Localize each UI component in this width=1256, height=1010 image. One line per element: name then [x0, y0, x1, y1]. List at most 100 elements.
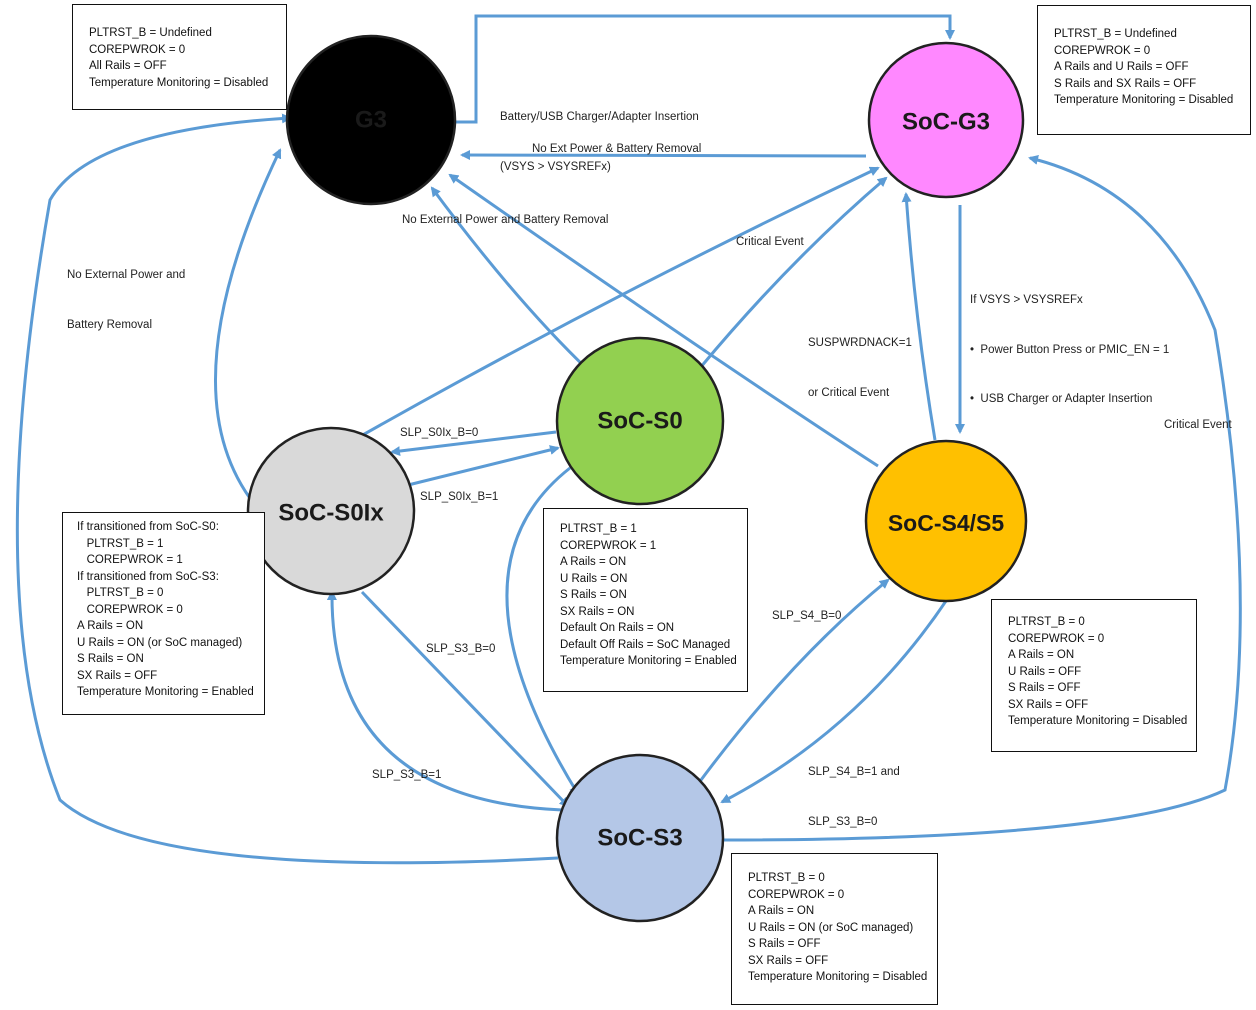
label-critical-event-top: Critical Event: [736, 236, 805, 248]
edge-soc-s0ix-to-g3: [214, 148, 282, 506]
label-no-external-power-left-line: No External Power and: [67, 269, 186, 281]
edge-g3-to-soc-g3: [454, 14, 955, 124]
state-box-line: A Rails = ON: [560, 556, 627, 568]
state-box-line: S Rails = ON: [560, 589, 627, 601]
state-box-line: PLTRST_B = 0: [1008, 616, 1085, 628]
label-battery-insertion-line: (VSYS > VSYSREFx): [500, 160, 611, 173]
state-box-soc-g3: PLTRST_B = Undefined COREPWROK = 0 A Rai…: [1037, 5, 1251, 135]
state-box-line: PLTRST_B = 1: [77, 537, 164, 550]
state-box-line: U Rails = OFF: [1008, 665, 1082, 678]
state-box-line: If transitioned from SoC-S0:: [77, 521, 219, 533]
state-box-line: U Rails = ON (or SoC managed): [748, 921, 914, 934]
state-box-line: Default On Rails = ON: [560, 622, 675, 634]
state-box-soc-s0: PLTRST_B = 1 COREPWROK = 1 A Rails = ON …: [543, 508, 748, 692]
label-if-vsys-line: If VSYS > VSYSREFx: [970, 294, 1083, 306]
label-slp-s4-b1: SLP_S4_B=1 and SLP_S3_B=0: [808, 731, 900, 847]
edge-soc-s0-to-soc-g3: [698, 176, 888, 369]
node-soc-s4s5: SoC-S4/S5: [864, 439, 1028, 603]
label-suspwrdnack-line: or Critical Event: [808, 386, 890, 399]
state-box-line: A Rails = ON: [77, 620, 144, 632]
state-box-line: Temperature Monitoring = Disabled: [1054, 94, 1234, 106]
state-box-line: PLTRST_B = Undefined: [1054, 28, 1177, 40]
state-box-line: Temperature Monitoring = Disabled: [89, 76, 269, 89]
label-slp-s4-b1-line: SLP_S4_B=1 and: [808, 766, 900, 778]
label-no-external-power-center: No External Power and Battery Removal: [402, 214, 608, 226]
label-slp-s0ix-b1: SLP_S0Ix_B=1: [420, 491, 498, 503]
state-box-line: U Rails = ON: [560, 572, 628, 585]
nodes: G3 SoC-G3 SoC-S0 SoC-S0Ix SoC-S4/S5 SoC-…: [246, 34, 1028, 923]
state-box-line: COREPWROK = 0: [89, 43, 186, 56]
node-soc-g3: SoC-G3: [867, 41, 1025, 199]
state-box-line: A Rails and U Rails = OFF: [1054, 61, 1189, 73]
state-box-line: Temperature Monitoring = Enabled: [77, 686, 254, 698]
state-box-line: If transitioned from SoC-S3:: [77, 570, 219, 583]
state-box-line: A Rails = ON: [748, 905, 815, 917]
label-critical-event-right: Critical Event: [1164, 419, 1233, 431]
label-slp-s3-b1: SLP_S3_B=1: [372, 769, 441, 781]
state-box-line: All Rails = OFF: [89, 60, 167, 72]
state-box-line: U Rails = ON (or SoC managed): [77, 636, 243, 649]
edge-soc-s0ix-to-soc-g3: [344, 166, 880, 447]
state-box-line: Temperature Monitoring = Disabled: [748, 971, 928, 983]
label-no-external-power-left: No External Power and Battery Removal: [67, 234, 185, 350]
label-slp-s3-b0: SLP_S3_B=0: [426, 643, 495, 655]
state-box-line: SX Rails = ON: [560, 605, 635, 618]
state-box-line: S Rails = ON: [77, 653, 144, 665]
edge-soc-s3-to-soc-s0ix: [326, 590, 563, 812]
edge-labels: No Ext Power & Battery Removal No Extern…: [372, 143, 1233, 781]
node-soc-s0ix: SoC-S0Ix: [246, 426, 416, 596]
state-box-line: SX Rails = OFF: [77, 669, 158, 682]
edge-soc-s0-to-soc-s3: [505, 466, 580, 796]
state-box-line: SX Rails = OFF: [1008, 698, 1089, 711]
state-box-line: PLTRST_B = 0: [77, 587, 164, 599]
edge-soc-s3-to-soc-s4s5: [696, 578, 890, 785]
label-if-vsys: If VSYS > VSYSREFx • Power Button Press …: [970, 259, 1169, 424]
state-box-line: COREPWROK = 1: [77, 554, 183, 566]
edge-soc-s0-to-g3: [430, 186, 590, 372]
state-box-line: A Rails = ON: [1008, 649, 1075, 661]
state-box-line: SX Rails = OFF: [748, 954, 829, 967]
node-g3-label: G3: [355, 107, 387, 134]
edge-soc-s4s5-to-soc-g3: [901, 192, 937, 441]
state-box-line: Default Off Rails = SoC Managed: [560, 638, 731, 651]
edge-soc-s0-to-soc-s0ix: [390, 430, 557, 456]
node-g3: G3: [285, 34, 457, 206]
state-box-g3: PLTRST_B = Undefined COREPWROK = 0 All R…: [72, 4, 287, 110]
edges: [15, 14, 1242, 865]
label-if-vsys-line: • USB Charger or Adapter Insertion: [970, 393, 1153, 405]
state-box-soc-s0ix: If transitioned from SoC-S0: PLTRST_B = …: [62, 512, 265, 715]
node-soc-s0-label: SoC-S0: [597, 408, 682, 435]
label-if-vsys-line: • Power Button Press or PMIC_EN = 1: [970, 343, 1170, 356]
state-box-line: Temperature Monitoring = Disabled: [1008, 715, 1188, 727]
state-box-line: COREPWROK = 0: [77, 603, 183, 616]
state-box-soc-s3: PLTRST_B = 0 COREPWROK = 0 A Rails = ON …: [731, 853, 938, 1005]
state-box-line: COREPWROK = 0: [748, 888, 845, 901]
state-box-line: PLTRST_B = 1: [560, 523, 637, 535]
edge-soc-s4s5-to-soc-s3: [720, 597, 950, 804]
node-soc-s0ix-label: SoC-S0Ix: [278, 500, 384, 527]
edge-soc-s3-to-g3: [15, 113, 559, 865]
label-battery-insertion: Battery/USB Charger/Adapter Insertion (V…: [500, 76, 699, 192]
edge-soc-g3-to-g3: [460, 150, 867, 161]
label-slp-s4-b1-line: SLP_S3_B=0: [808, 815, 878, 828]
node-soc-s0: SoC-S0: [555, 336, 725, 506]
state-box-line: S Rails and SX Rails = OFF: [1054, 77, 1197, 90]
state-box-line: COREPWROK = 0: [1054, 44, 1151, 57]
edge-soc-s0ix-to-soc-s0: [399, 445, 560, 489]
edge-soc-s3-to-soc-g3: [721, 155, 1242, 842]
state-box-line: PLTRST_B = 0: [748, 872, 825, 884]
label-no-external-power-left-line: Battery Removal: [67, 318, 153, 331]
node-soc-s3: SoC-S3: [555, 753, 725, 923]
label-suspwrdnack: SUSPWRDNACK=1 or Critical Event: [808, 302, 912, 418]
label-no-ext-power-battery: No Ext Power & Battery Removal: [532, 143, 701, 155]
state-box-line: Temperature Monitoring = Enabled: [560, 655, 737, 667]
state-box-soc-s4s5: PLTRST_B = 0 COREPWROK = 0 A Rails = ON …: [991, 599, 1197, 752]
state-box-line: COREPWROK = 1: [560, 539, 657, 552]
node-soc-s3-label: SoC-S3: [597, 825, 682, 852]
label-suspwrdnack-line: SUSPWRDNACK=1: [808, 337, 912, 349]
edge-soc-s0ix-to-soc-s3: [360, 590, 570, 808]
label-slp-s4-b0: SLP_S4_B=0: [772, 610, 841, 622]
node-soc-g3-label: SoC-G3: [902, 109, 990, 136]
state-box-line: S Rails = OFF: [748, 938, 821, 950]
